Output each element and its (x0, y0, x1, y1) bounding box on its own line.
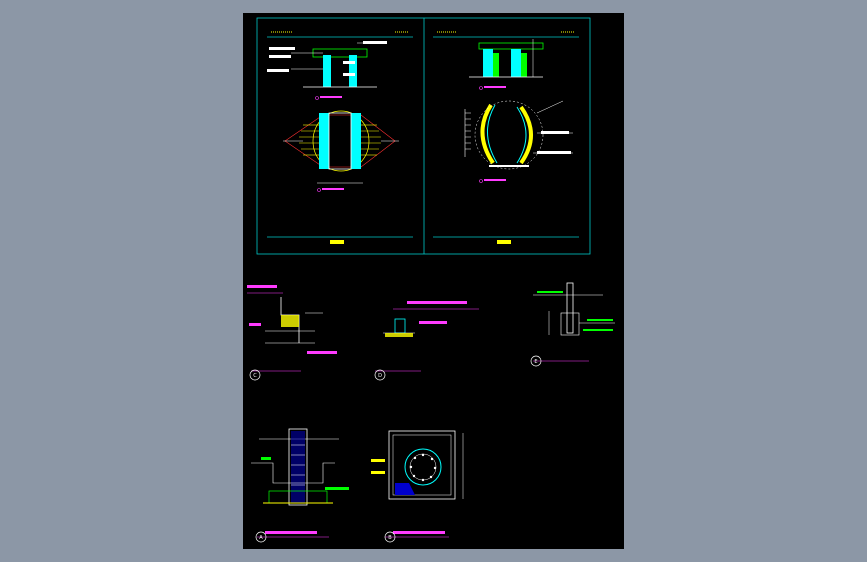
detail-d-marker: D (374, 369, 386, 381)
detail-c-drawing (247, 285, 337, 372)
drawing-sheet: C D E (243, 13, 624, 549)
right-title-block (497, 240, 511, 244)
right-elevation (469, 39, 544, 90)
detail-b-drawing (371, 430, 464, 538)
detail-a-letter: A (259, 535, 263, 541)
outer-frame (256, 17, 591, 255)
left-plan (283, 110, 399, 192)
detail-e-drawing (533, 282, 615, 362)
detail-a-drawing (251, 428, 349, 538)
detail-a-marker: A (255, 531, 267, 543)
upper-sheet-frames (256, 17, 591, 255)
detail-d-letter: D (378, 373, 382, 379)
detail-b-letter: B (388, 535, 392, 541)
detail-e-letter: E (534, 359, 537, 365)
detail-d-drawing (375, 301, 479, 372)
detail-c-marker: C (249, 369, 261, 381)
detail-b-marker: B (384, 531, 396, 543)
detail-e-marker: E (530, 355, 542, 367)
right-plan (464, 100, 573, 183)
left-elevation (267, 41, 387, 100)
detail-c-letter: C (253, 373, 257, 379)
cad-drawing: C D E (247, 17, 615, 543)
left-title-block (330, 240, 344, 244)
